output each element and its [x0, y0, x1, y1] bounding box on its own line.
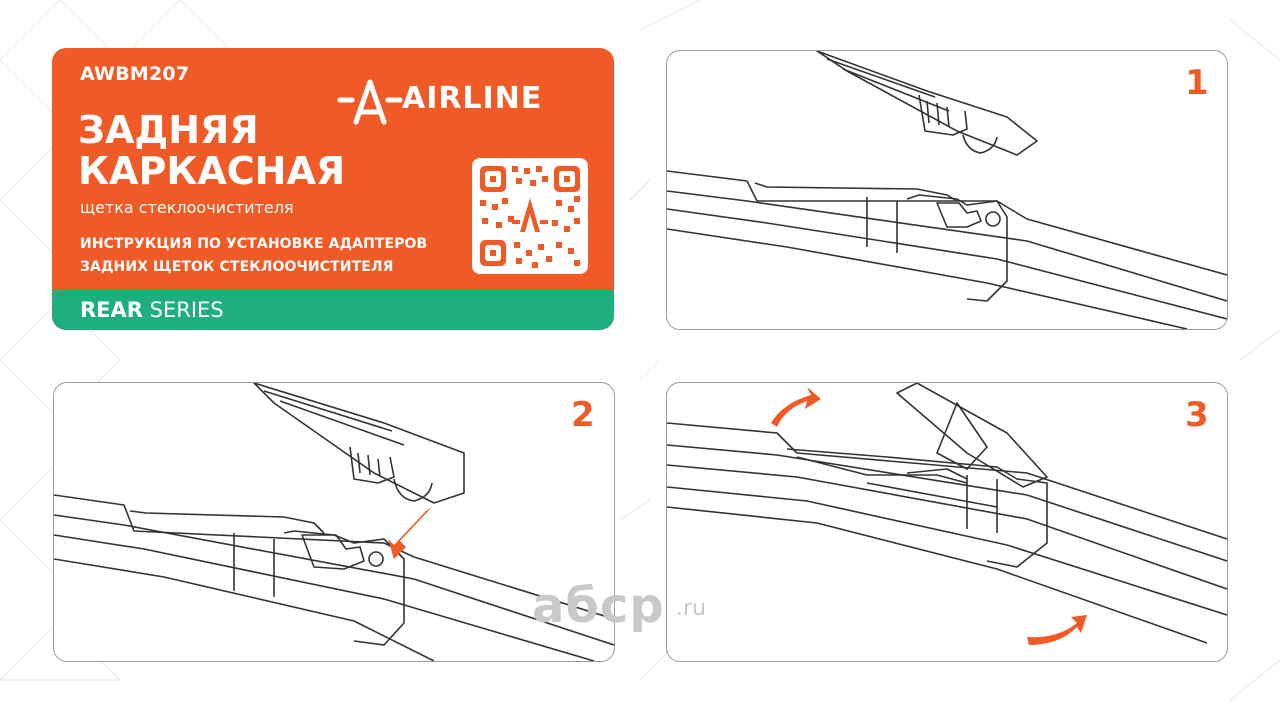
wiper-arm-icon [54, 383, 614, 661]
step-number: 1 [1185, 63, 1209, 103]
instruction-line2: ЗАДНИХ ЩЕТОК СТЕКЛООЧИСТИТЕЛЯ [80, 259, 394, 275]
airline-logo-icon [337, 79, 403, 125]
series-bar: REAR SERIES [52, 290, 614, 330]
watermark-main: абср [532, 578, 665, 634]
product-title-line1: ЗАДНЯЯ [78, 108, 259, 152]
product-subtitle: щетка стеклоочистителя [80, 198, 294, 217]
instruction-line1: ИНСТРУКЦИЯ ПО УСТАНОВКЕ АДАПТЕРОВ [80, 236, 428, 252]
step-number: 3 [1185, 395, 1209, 435]
product-card: AWBM207 AIRLINE ЗАДНЯЯ КАРКАСНАЯ щетка с… [52, 48, 614, 330]
step-3-panel: 3 [666, 382, 1228, 662]
wiper-arm-icon [667, 51, 1227, 329]
step-number: 2 [571, 395, 595, 435]
series-label: REAR SERIES [80, 298, 224, 322]
product-title-line2: КАРКАСНАЯ [78, 149, 346, 193]
watermark-suffix: .ru [676, 596, 706, 621]
wiper-arm-icon [667, 383, 1227, 645]
step-2-panel: 2 [53, 382, 615, 662]
site-watermark: абср .ru [530, 578, 730, 638]
step-1-panel: 1 [666, 50, 1228, 330]
qr-code-icon[interactable] [472, 158, 588, 274]
product-sku: AWBM207 [80, 63, 190, 85]
brand-name: AIRLINE [402, 81, 543, 116]
